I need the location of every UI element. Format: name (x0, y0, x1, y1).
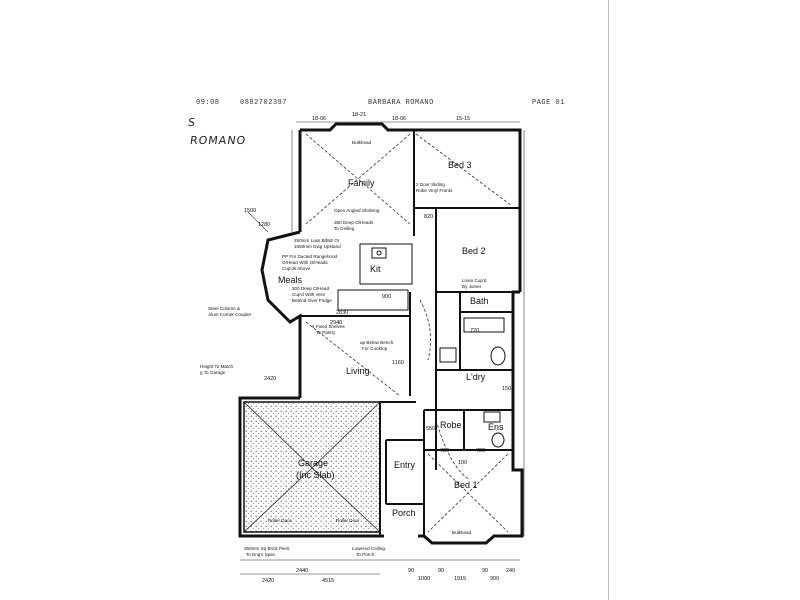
note-bulkhead-bed1: Bulkhead (452, 530, 472, 535)
note-piers1: 350mm Sq Brick Piers (244, 546, 290, 551)
room-bed1: Bed 1 (454, 480, 478, 490)
fax-name: BARBARA ROMANO (368, 99, 434, 107)
room-ldry: L'dry (466, 372, 486, 382)
dim-2940: 2940 (330, 320, 342, 326)
note-bulkhead-kit2: 1650mm Dwg Upstand (294, 244, 341, 249)
note-linen1: Linen Cup'd (462, 278, 487, 283)
note-pp3: Cup'ds Above (282, 266, 311, 271)
note-height2: g To Garage (200, 370, 226, 375)
note-column1: Steel Column & (208, 306, 240, 311)
note-lowered2: To Porch (356, 552, 375, 557)
note-robe-door: 2 Door Sliding (416, 182, 445, 187)
room-family: Family (348, 178, 375, 188)
dimension-lines (240, 121, 525, 575)
dim-bottom-1000: 1000 (418, 576, 430, 582)
room-bed2: Bed 2 (462, 246, 486, 256)
fax-phone: 0882702397 (240, 99, 288, 107)
room-entry: Entry (394, 460, 416, 470)
ceiling-lines (305, 133, 513, 533)
dim-top3: 18-06 (392, 116, 406, 122)
kitchen-bench (337, 243, 413, 311)
dim-bottom-90c: 90 (482, 568, 488, 574)
dim-top4: 15-15 (456, 116, 470, 122)
dim-bottom-240: 240 (506, 568, 515, 574)
dim-bottom-2440: 2440 (296, 568, 308, 574)
dim-bottom-90b: 90 (438, 568, 444, 574)
note-lowered1: Lowered Ceiling (352, 546, 385, 551)
dim-820: 820 (424, 214, 433, 220)
note-deep2b: Cup'd With Vent (292, 292, 326, 297)
note-shelves1: 4 Fixed Shelves (312, 324, 345, 329)
dim-1160: 1160 (392, 360, 404, 366)
note-height1: Height To Match (200, 364, 234, 369)
dim-bottom-1915: 1915 (454, 576, 466, 582)
interior-walls (300, 130, 520, 536)
note-pp2: O/Head With O/Heads (282, 260, 328, 265)
dim-550: 550 (426, 426, 435, 432)
dim-bottom-90a: 90 (408, 568, 414, 574)
room-bed3: Bed 3 (448, 160, 472, 170)
dim-720a: 720 (470, 328, 479, 334)
dim-720b: 720 (440, 448, 449, 454)
dim-1500: 1500 (244, 208, 256, 214)
dim-150: 150 (502, 386, 511, 392)
note-deep2: 300 Deep O/Head (292, 286, 329, 291)
note-deep1: 380 Deep O/Heads (334, 220, 374, 225)
dim-bottom-4515: 4515 (322, 578, 334, 584)
dim-bottom-2420: 2420 (262, 578, 274, 584)
note-piers2: To Eng's Spec (246, 552, 276, 557)
dim-1280: 1280 (258, 222, 270, 228)
note-roller-left: Roller Door (268, 518, 292, 523)
page-edge-line (608, 0, 609, 600)
note-bench2: For Cooktop (362, 346, 388, 351)
dim-2830: 2830 (336, 310, 348, 316)
note-linen2: By Joiner (462, 284, 482, 289)
note-roller-right: Roller Door (336, 518, 360, 523)
note-deep1b: To Ceiling (334, 226, 355, 231)
dim-900: 900 (382, 294, 391, 300)
dim-720c: 720 (476, 448, 485, 454)
dim-top2: 18-21 (352, 112, 366, 118)
fax-page-number: PAGE 01 (532, 99, 565, 107)
room-garage: Garage (298, 458, 328, 468)
note-pp1: PP For Ducted Rangehood (282, 254, 338, 259)
fax-time: 09:08 (196, 99, 220, 107)
dim-bottom-900: 900 (490, 576, 499, 582)
room-living: Living (346, 366, 370, 376)
room-porch: Porch (392, 508, 416, 518)
dim-100: 100 (458, 460, 467, 466)
note-bench1: ap Below Bench (360, 340, 394, 345)
bathroom-fixtures (439, 317, 506, 448)
dim-top1: 18-06 (312, 116, 326, 122)
room-garage-sub: (Inc Slab) (296, 470, 335, 480)
room-ens: Ens (488, 422, 504, 432)
room-robe: Robe (440, 420, 462, 430)
room-bath: Bath (470, 296, 489, 306)
note-bulkhead-kit1: 250mm Lass B/Bdr Or (294, 238, 340, 243)
note-bulkhead-top: Bulkhead (352, 140, 372, 145)
note-open-shelving: Open Angled Shelving (334, 208, 380, 213)
room-kit: Kit (370, 264, 381, 274)
note-shelves2: To Pantry (316, 330, 336, 335)
note-column2: Alum Corner Coupler (208, 312, 252, 317)
dim-2420: 2420 (264, 376, 276, 382)
note-deep2c: Behind Over Fridge (292, 298, 332, 303)
room-meals: Meals (278, 275, 303, 285)
note-robe-door2: Robe Vinyl Fronts (416, 188, 453, 193)
